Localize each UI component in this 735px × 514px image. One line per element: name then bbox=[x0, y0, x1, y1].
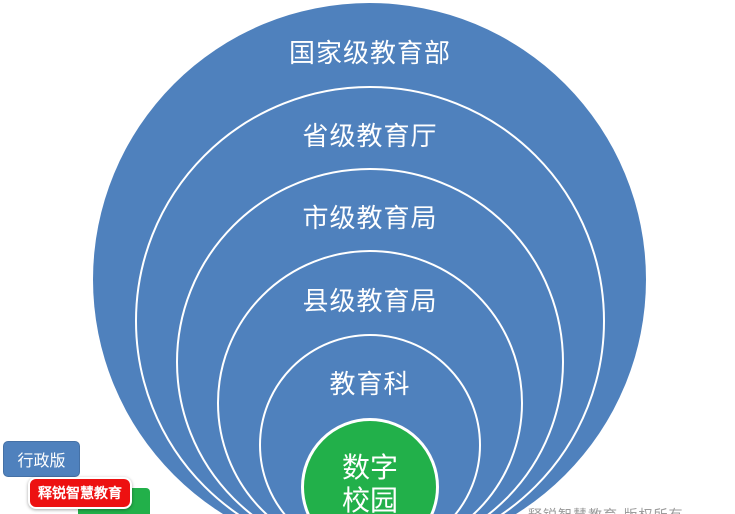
level-label-municipal: 市级教育局 bbox=[302, 204, 438, 234]
level-label-county: 县级教育局 bbox=[302, 287, 438, 317]
core-label-line1: 数字 bbox=[341, 451, 399, 484]
core-label-line2: 校园 bbox=[341, 484, 399, 514]
edition-badge: 行政版 bbox=[3, 441, 80, 477]
watermark-text: 释锐智慧教育 版权所有 bbox=[528, 505, 683, 514]
level-label-provincial: 省级教育厅 bbox=[302, 122, 438, 152]
level-label-section: 教育科 bbox=[329, 370, 411, 400]
core-label-digital-campus: 数字 校园 bbox=[342, 451, 398, 514]
brand-badge: 释锐智慧教育 bbox=[28, 477, 132, 509]
level-label-national: 国家级教育部 bbox=[288, 39, 452, 69]
